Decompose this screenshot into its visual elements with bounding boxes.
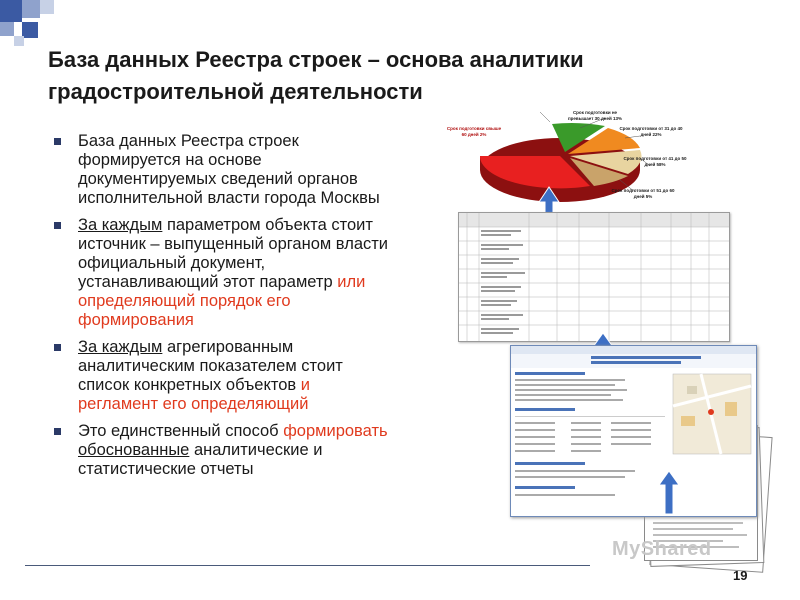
bullet-square-icon (54, 222, 61, 229)
bullet-text: агрегированным аналитическим показателем… (78, 338, 343, 394)
document-lines-graphic (653, 522, 747, 548)
bullet-square-icon (54, 344, 61, 351)
bullet-item: За каждым параметром объекта стоит источ… (48, 216, 393, 330)
pie-chart-graphic (479, 111, 651, 202)
slide-title: База данных Реестра строек – основа анал… (48, 44, 748, 108)
bullet-text: формировать (283, 422, 388, 440)
page-number: 19 (733, 568, 748, 583)
bullet-text: и регламент его определяющий (78, 376, 310, 413)
bullet-item: Это единственный способ формировать обос… (48, 422, 393, 479)
title-line-1: База данных Реестра строек – основа анал… (48, 47, 584, 72)
registry-table-thumbnail (458, 212, 730, 342)
bullet-text: За каждым (78, 338, 163, 356)
pie-label-over-60: Срок подготовки свыше 60 дней 2% (446, 126, 502, 137)
pie-label-41-50: Срок подготовки от 41 до 50 дней 58% (623, 156, 687, 167)
pie-label-31-40: Срок подготовки от 31 до 40 дней 22% (619, 126, 683, 137)
corner-decoration (0, 0, 62, 48)
pie-label-51-60: Срок подготовки от 51 до 60 дней 5% (611, 188, 675, 199)
web-portal-graphic (511, 346, 756, 496)
arrow-up-icon (658, 470, 680, 515)
table-grid-graphic (459, 213, 729, 341)
bullet-item: База данных Реестра строек формируется н… (48, 132, 393, 208)
bullet-text: или определяющий порядок его формировани… (78, 273, 366, 329)
bullet-text: параметром объекта стоит источник – выпу… (78, 216, 389, 291)
bullet-square-icon (54, 138, 61, 145)
web-portal-thumbnail (510, 345, 757, 517)
bullet-square-icon (54, 428, 61, 435)
bullet-list: База данных Реестра строек формируется н… (48, 132, 393, 487)
watermark-text: MyShared (612, 538, 712, 560)
bottom-divider (25, 565, 590, 566)
pie-chart-thumbnail: Срок подготовки свыше 60 дней 2% Срок по… (440, 108, 690, 218)
bullet-text: Это единственный способ (78, 422, 284, 440)
bullet-text: База данных Реестра строек формируется н… (78, 132, 380, 207)
bullet-text: аналитические и статистические отчеты (78, 441, 323, 478)
bullet-item: За каждым агрегированным аналитическим п… (48, 338, 393, 414)
title-line-2: градостроительной деятельности (48, 79, 423, 104)
bullet-text: За каждым (78, 216, 163, 234)
pie-label-under-30: Срок подготовки не превышает 30 дней 13% (567, 110, 623, 121)
bullet-text: обоснованные (78, 441, 190, 459)
